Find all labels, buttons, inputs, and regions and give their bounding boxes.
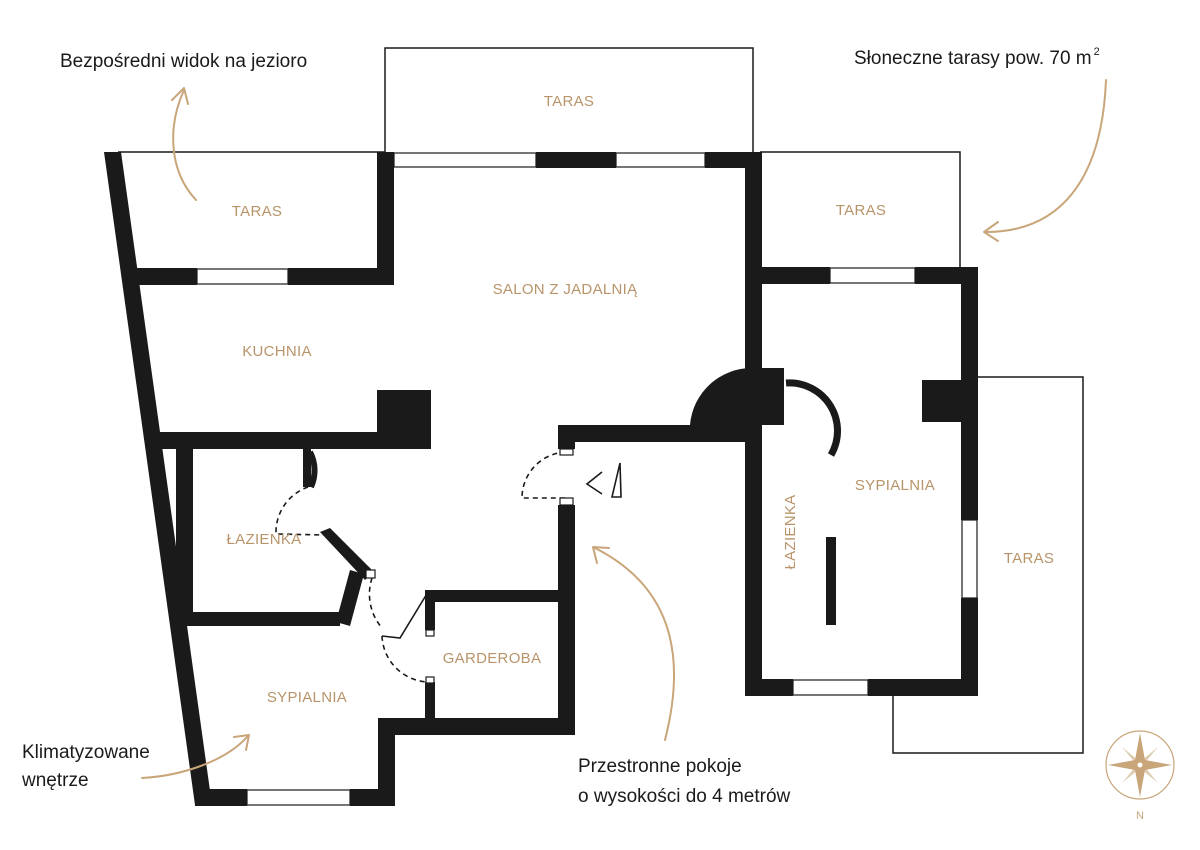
wall-bath-diagonal <box>336 570 364 626</box>
room-label-taras-right: TARAS <box>836 202 886 219</box>
door-arc-bath-left <box>307 450 318 489</box>
jamb-entry-top <box>559 448 574 456</box>
room-label-lazienka-left: ŁAZIENKA <box>227 531 302 548</box>
terrace-top-outline <box>384 47 754 152</box>
arrow-lake-view-head <box>171 87 189 105</box>
wall-corridor-right <box>558 505 575 735</box>
note-rooms-line2: o wysokości do 4 metrów <box>578 786 791 807</box>
door-swing-bath <box>275 486 326 536</box>
wall-garderoba-left-b <box>425 682 435 720</box>
door-arc-bath-right <box>785 379 841 457</box>
jamb-entry-bottom <box>559 497 574 506</box>
window-bedroom-top <box>829 267 916 284</box>
arrow-terraces-head <box>983 221 999 242</box>
door-swing-garderoba <box>381 635 429 683</box>
compass-north-label: N <box>1136 810 1144 822</box>
jamb-bedroom-a <box>365 569 376 579</box>
annotation-arrows <box>141 79 1107 779</box>
wall-bath-left-bottom <box>185 612 340 626</box>
wall-bedroom-top-a <box>745 267 830 284</box>
arrow-lake-view <box>172 89 197 201</box>
room-label-sypialnia-left: SYPIALNIA <box>267 689 347 706</box>
compass-ring <box>1105 730 1175 800</box>
room-label-kuchnia: KUCHNIA <box>242 343 312 360</box>
compass-rose-icon: N <box>1105 730 1175 822</box>
window-top-mid <box>615 152 706 168</box>
window-bedroom-left-bottom <box>246 789 351 806</box>
arrow-rooms-head <box>592 546 610 564</box>
door-swing-bedroom <box>368 577 383 629</box>
room-label-taras-top: TARAS <box>544 93 594 110</box>
wall-bath-partition <box>826 537 836 625</box>
wall-left-outer <box>104 152 212 805</box>
door-jambs <box>365 448 574 684</box>
door-jamb-bath-curve <box>320 528 374 580</box>
door-leaf-garderoba <box>381 591 429 639</box>
wall-kitchen-bottom <box>150 432 431 449</box>
terrace-side-outline <box>892 376 1084 754</box>
wall-bedroom-left <box>745 284 762 696</box>
pillar-bedroom <box>922 380 962 422</box>
room-label-sypialnia-right: SYPIALNIA <box>855 477 935 494</box>
wall-bedroom-right-a <box>961 267 978 520</box>
room-label-lazienka-right: ŁAZIENKA <box>782 495 799 570</box>
jamb-garderoba-b <box>425 676 435 684</box>
wall-garderoba-top <box>425 590 575 602</box>
note-lake-view: Bezpośredni widok na jezioro <box>60 51 307 72</box>
note-climate-line2: wnętrze <box>21 770 89 791</box>
wall-bottom-middle <box>378 718 575 735</box>
window-kitchen <box>196 268 289 285</box>
arrow-climate <box>141 735 249 779</box>
window-top-left <box>393 152 537 168</box>
corner-round-pillar <box>690 367 784 425</box>
window-bedroom-bottom <box>792 679 869 696</box>
room-label-salon: SALON Z JADALNIĄ <box>493 281 639 298</box>
wall-corridor-stub <box>558 425 575 449</box>
walls <box>104 152 978 806</box>
entrance-symbol <box>585 462 622 498</box>
arrow-terraces <box>985 79 1107 233</box>
note-terraces-sup: 2 <box>1094 46 1100 58</box>
door-jamb-bath-top <box>303 449 311 487</box>
jamb-garderoba-a <box>425 629 435 637</box>
wall-kitchen-top-b <box>288 268 394 285</box>
wall-bottom-step <box>378 718 395 806</box>
wall-bedroom-left-bottom-a <box>195 789 247 806</box>
window-bedroom-right <box>961 519 978 599</box>
room-labels: TARAS TARAS TARAS TARAS SALON Z JADALNIĄ… <box>227 93 1054 706</box>
wall-bedroom-left-bottom-b <box>350 789 395 806</box>
note-rooms-line1: Przestronne pokoje <box>578 756 742 777</box>
wall-kitchen-top-a <box>125 268 197 285</box>
room-label-taras-side: TARAS <box>1004 550 1054 567</box>
entrance-chevron-icon <box>585 471 603 495</box>
terraces <box>118 47 1084 754</box>
room-label-taras-left: TARAS <box>232 203 282 220</box>
wall-bedroom-right-b <box>961 598 978 695</box>
windows <box>196 152 978 806</box>
terrace-right-outline <box>760 151 961 268</box>
wall-top-mid <box>536 152 616 168</box>
room-label-garderoba: GARDEROBA <box>443 650 542 667</box>
note-terraces-text: Słoneczne tarasy pow. 70 m <box>854 48 1092 69</box>
wall-salon-left <box>377 152 394 285</box>
entrance-triangle-icon <box>610 462 622 498</box>
door-swings <box>275 379 841 683</box>
note-climate-line1: Klimatyzowane <box>22 742 150 763</box>
arrow-rooms <box>594 547 676 741</box>
notes: Bezpośredni widok na jezioro Słoneczne t… <box>21 46 1100 807</box>
compass-center <box>1136 761 1144 769</box>
wall-left-thick <box>176 503 193 600</box>
arrow-climate-head <box>233 734 250 751</box>
wall-corridor-top <box>558 425 752 442</box>
wall-bedroom-bottom-b <box>868 679 978 696</box>
wall-garderoba-left-a <box>425 590 435 630</box>
door-swing-entry <box>521 451 567 499</box>
